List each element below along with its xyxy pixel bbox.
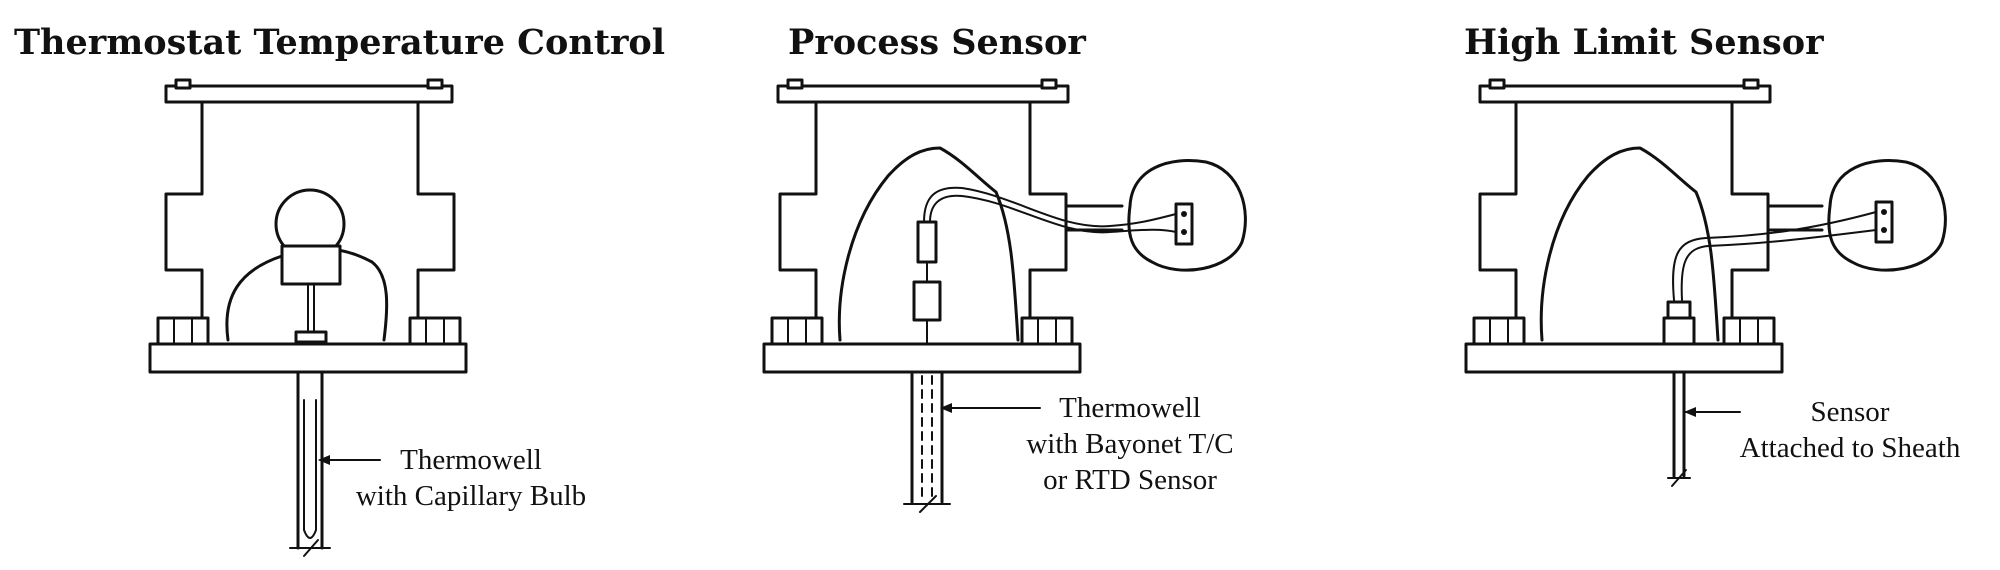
terminal-block: [1874, 200, 1894, 244]
nut-right: [408, 316, 462, 346]
terminal-block: [1174, 202, 1194, 246]
panel-title: Process Sensor: [788, 22, 1086, 63]
compression-fitting: [1662, 316, 1696, 346]
nut-right: [1020, 316, 1074, 346]
nut-right: [1722, 316, 1776, 346]
panel-title: High Limit Sensor: [1464, 22, 1824, 63]
callout-text: Thermowell with Capillary Bulb: [355, 444, 587, 512]
flange: [762, 342, 1082, 374]
housing: [778, 100, 1068, 320]
callout-text: Thermowell with Bayonet T/C or RTD Senso…: [1026, 392, 1234, 496]
thermowell: [289, 370, 331, 557]
panel-thermostat: Thermostat Temperature Control: [0, 0, 665, 570]
terminal-head: [1127, 159, 1247, 272]
nut-left: [156, 316, 210, 346]
sensor-cable: [1672, 211, 1877, 301]
bayonet-fitting: [912, 280, 942, 322]
cutaway: [1539, 146, 1720, 342]
cutaway: [837, 146, 1020, 342]
process-sensor-drawing: [762, 78, 1247, 513]
bulb-mount: [280, 244, 342, 286]
panel-title: Thermostat Temperature Control: [14, 22, 666, 63]
housing: [164, 100, 456, 320]
cover-plate: [776, 84, 1070, 104]
flange: [148, 342, 468, 374]
cover-plate: [164, 84, 454, 104]
terminal-head: [1827, 159, 1947, 272]
high-limit-drawing: [1464, 78, 1947, 487]
cover-plate: [1478, 84, 1772, 104]
nut-left: [1472, 316, 1526, 346]
thermowell: [903, 370, 951, 513]
panel-process-sensor: Process Sensor: [700, 0, 1360, 570]
panel-high-limit-sensor: High Limit Sensor Sen: [1400, 0, 2000, 570]
housing: [1478, 100, 1770, 320]
nut-left: [770, 316, 824, 346]
sensor-sheath: [1667, 370, 1691, 487]
thermostat-drawing: [148, 78, 468, 557]
flange: [1464, 342, 1784, 374]
sensor-cable: [923, 186, 1177, 234]
callout-text: Sensor Attached to Sheath: [1739, 396, 1961, 464]
